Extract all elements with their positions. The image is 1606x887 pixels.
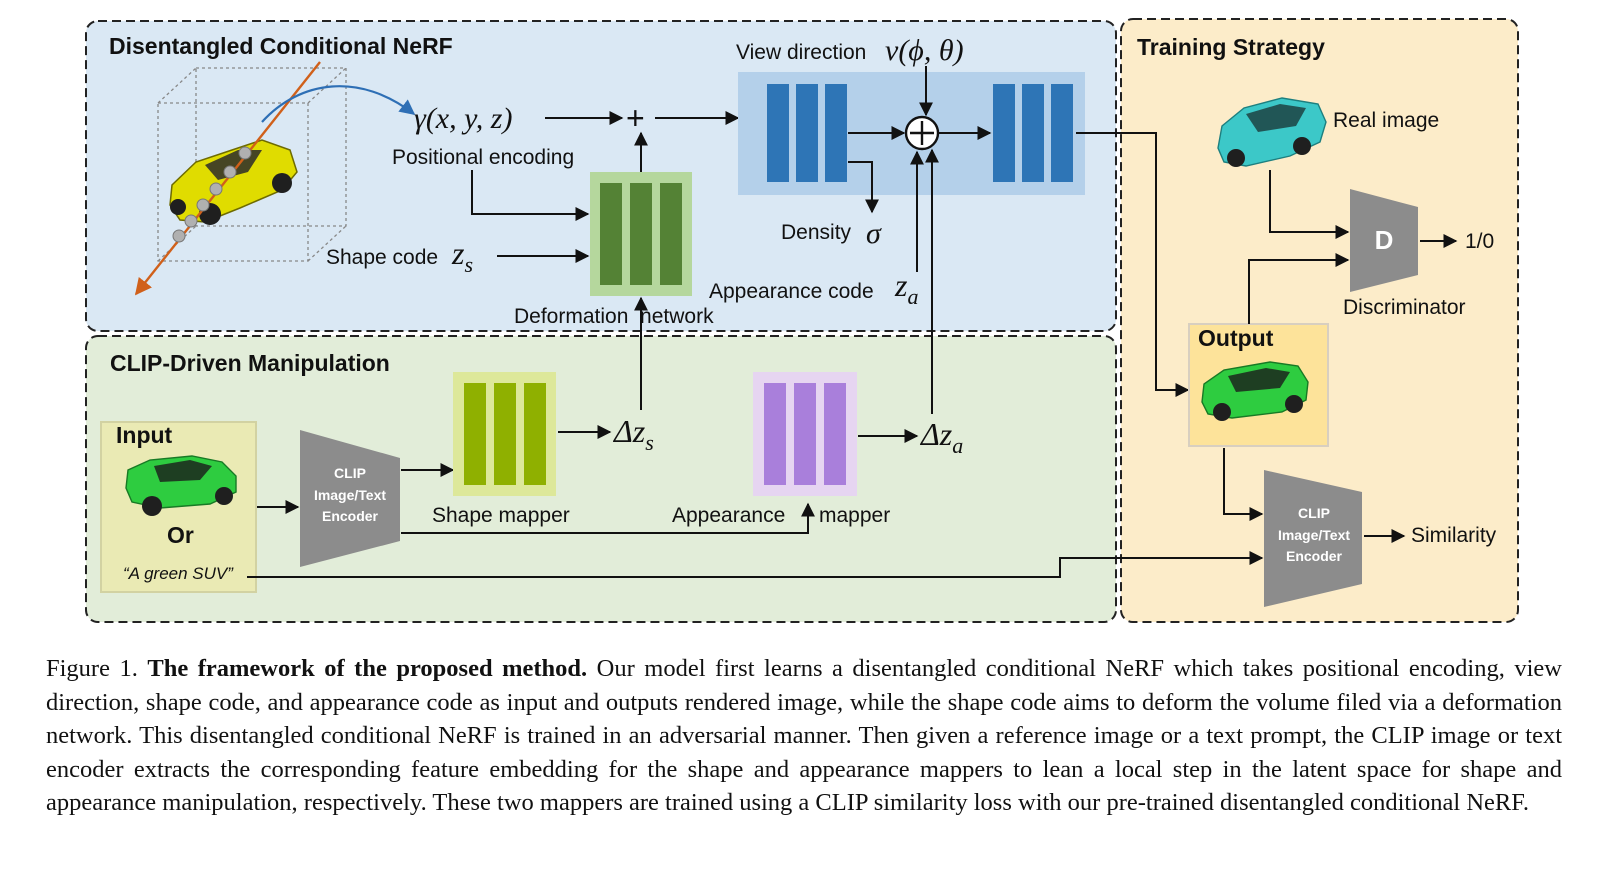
- clip-encoder-right: [1264, 470, 1362, 607]
- density-label: Density: [781, 221, 852, 244]
- view-direction-label: View direction: [736, 41, 866, 64]
- discriminator-output: 1/0: [1465, 230, 1494, 253]
- appearance-code-math: za: [894, 267, 918, 309]
- training-section-title: Training Strategy: [1137, 34, 1325, 60]
- clip-encoder-left-line2: Image/Text: [314, 487, 386, 503]
- discriminator-label: Discriminator: [1343, 296, 1466, 319]
- clip-encoder-left: [300, 430, 400, 567]
- discriminator-letter: D: [1375, 225, 1394, 255]
- shape-code-label: Shape code: [326, 246, 438, 269]
- caption-prefix: Figure 1.: [46, 655, 138, 682]
- nerf-mlp-right: [993, 84, 1073, 182]
- similarity-label: Similarity: [1411, 524, 1497, 547]
- shape-code-math: zs: [451, 235, 473, 277]
- discriminator: [1350, 189, 1418, 292]
- deformation-network-label: Deformation network: [514, 305, 714, 328]
- positional-encoding-math: γ(x, y, z): [414, 102, 512, 135]
- real-image-label: Real image: [1333, 109, 1439, 132]
- input-label: Input: [116, 422, 173, 448]
- figure-caption: Figure 1. The framework of the proposed …: [46, 652, 1562, 820]
- clip-section-title: CLIP-Driven Manipulation: [110, 350, 390, 376]
- arrow-encoder-to-appearance-mapper: [401, 502, 815, 534]
- text-prompt: “A green SUV”: [123, 564, 234, 583]
- arrow-prompt-to-clip-right: [247, 551, 1264, 578]
- framework-diagram: Disentangled Conditional NeRF CLIP-Drive…: [85, 18, 1519, 623]
- clip-encoder-right-line2: Image/Text: [1278, 527, 1350, 543]
- arrow-output-to-clip-right: [1223, 448, 1264, 521]
- green-car-output-icon: [1201, 361, 1309, 421]
- delta-zs-math: Δzs: [612, 413, 654, 455]
- encoding-curve-arrow: [261, 85, 416, 123]
- appearance-mapper-label-2: mapper: [819, 504, 890, 527]
- arrow-nerf-to-output: [1076, 132, 1190, 397]
- clip-encoder-left-line1: CLIP: [334, 465, 366, 481]
- training-panel: [1120, 18, 1519, 623]
- teal-car-real-image-icon: [1217, 97, 1327, 167]
- green-car-input-icon: [125, 455, 237, 516]
- delta-za-math: Δza: [919, 416, 963, 458]
- density-math: σ: [866, 217, 882, 250]
- caption-text: Our model first learns a disentangled co…: [46, 655, 1563, 817]
- clip-encoder-right-line1: CLIP: [1298, 505, 1330, 521]
- appearance-mapper-label-1: Appearance: [672, 504, 785, 527]
- or-label: Or: [167, 522, 194, 548]
- appearance-mapper: [753, 372, 857, 496]
- output-label: Output: [1198, 325, 1274, 351]
- arrow-output-to-discriminator: [1248, 253, 1350, 324]
- caption-bold-title: The framework of the proposed method.: [147, 655, 588, 682]
- positional-encoding-label: Positional encoding: [392, 146, 574, 169]
- arrow-encoding-to-deform: [471, 170, 590, 221]
- shape-mapper: [453, 372, 556, 496]
- nerf-section-title: Disentangled Conditional NeRF: [109, 33, 453, 59]
- ray-samples: [172, 146, 252, 243]
- arrow-real-to-discriminator: [1269, 170, 1350, 239]
- shape-mapper-label: Shape mapper: [432, 504, 570, 527]
- deformation-network: [590, 172, 692, 296]
- nerf-mlp-left: [767, 84, 847, 182]
- plus-sign: +: [626, 100, 645, 136]
- clip-encoder-right-line3: Encoder: [1286, 548, 1343, 564]
- oplus-icon: [904, 115, 940, 151]
- arrow-mlp-to-density: [848, 161, 879, 214]
- view-direction-math: v(ϕ, θ): [885, 34, 964, 67]
- appearance-code-label: Appearance code: [709, 280, 874, 303]
- clip-encoder-left-line3: Encoder: [322, 508, 379, 524]
